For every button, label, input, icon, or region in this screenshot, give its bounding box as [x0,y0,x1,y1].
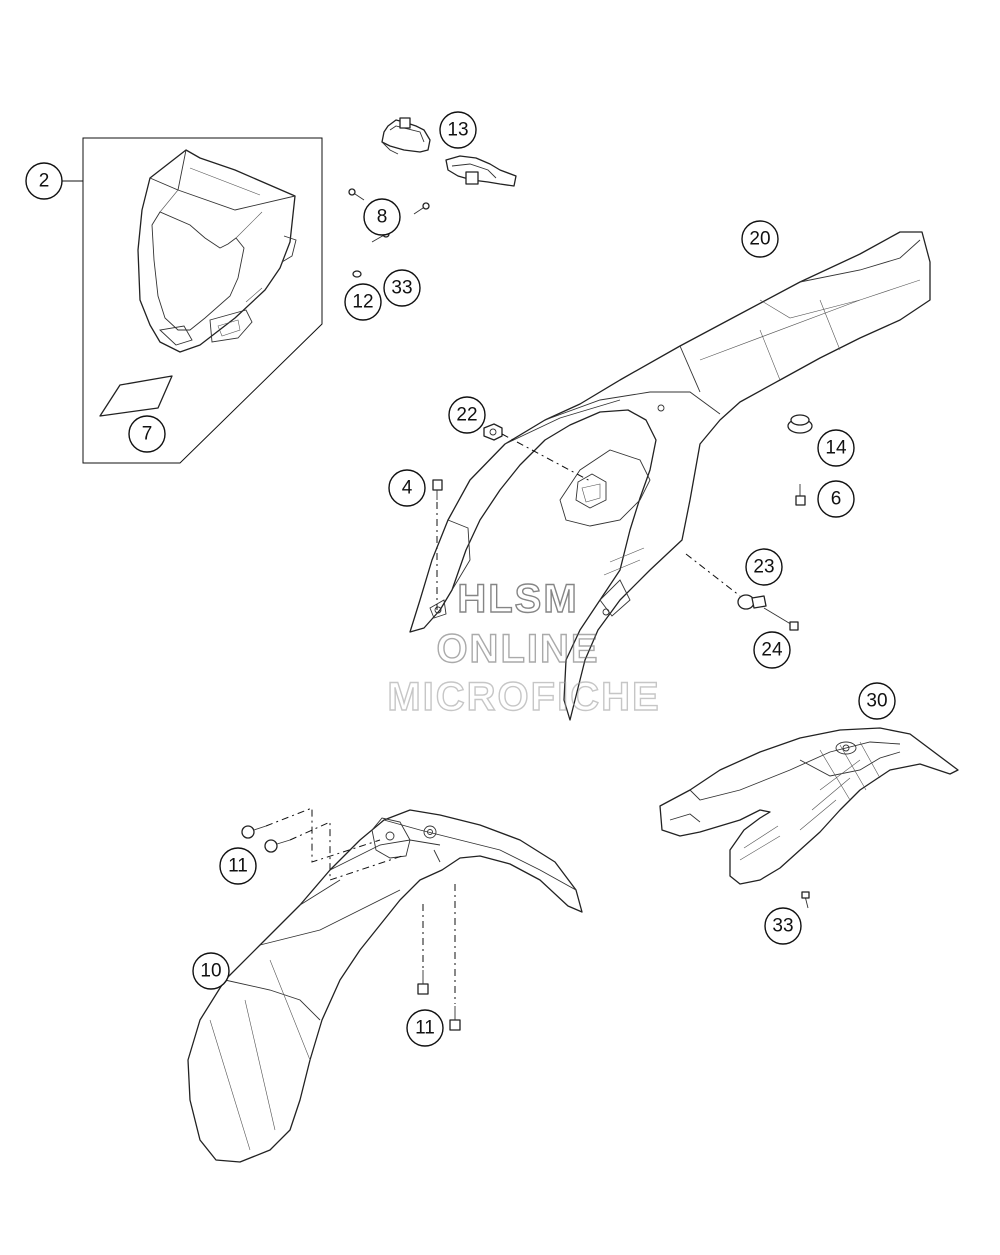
watermark-line-1: HLSM [457,577,578,621]
screw-33-bottom [801,891,810,909]
svg-text:22: 22 [456,405,477,426]
svg-text:33: 33 [391,278,412,299]
callout-23: 23 [745,548,783,586]
svg-text:6: 6 [831,489,842,510]
axis-lines-11-bottom [422,884,456,1004]
callout-2: 2 [25,162,63,200]
screw-11-bottom-b [449,1006,461,1031]
screw-24 [763,607,799,631]
svg-text:33: 33 [772,916,793,937]
callout-22: 22 [448,396,486,434]
rear-fender [409,231,931,721]
screw-8-right [413,202,430,215]
axis-line-23 [685,553,741,597]
axis-lines-11-top [265,807,403,881]
cable-clamp-1 [381,117,431,155]
svg-text:13: 13 [447,120,468,141]
svg-text:2: 2 [39,171,50,192]
callout-8: 8 [363,198,401,236]
callout-33-top: 33 [383,269,421,307]
svg-text:11: 11 [228,856,248,877]
watermark: HLSM ONLINE MICROFICHE [387,576,660,719]
callout-4: 4 [388,469,426,507]
washer-12 [352,270,362,278]
svg-text:7: 7 [142,424,153,445]
screw-4 [432,479,443,500]
callout-13: 13 [439,111,477,149]
callout-11-bottom: 11 [406,1009,444,1047]
nut-22 [483,423,503,441]
bushing-23 [737,594,767,610]
svg-text:4: 4 [402,478,413,499]
fender-support-30 [659,727,959,885]
grommet-14 [787,414,813,434]
svg-text:10: 10 [200,961,221,982]
callout-6: 6 [817,480,855,518]
svg-text:11: 11 [415,1018,435,1039]
callout-24: 24 [753,631,791,669]
svg-text:24: 24 [761,640,783,661]
screw-6 [795,484,806,506]
screw-11-top-b [264,839,291,853]
callout-20: 20 [741,220,779,258]
svg-text:12: 12 [352,292,373,313]
cable-clamp-2 [445,155,517,187]
callout-11-top: 11 [219,847,257,885]
watermark-line-3: MICROFICHE [387,675,660,719]
watermark-line-2: ONLINE [436,627,599,671]
callout-12: 12 [344,283,382,321]
callout-30: 30 [858,682,896,720]
svg-text:8: 8 [377,207,388,228]
screw-8-left [348,188,365,201]
screw-11-bottom-a [417,970,429,995]
headlight-mask-group-frame [62,137,323,464]
headlight-mask [137,149,297,353]
svg-text:30: 30 [866,691,887,712]
sticker-part [99,375,173,417]
screw-11-top-a [241,825,267,839]
callout-10: 10 [192,952,230,990]
callout-33-bottom: 33 [764,907,802,945]
svg-text:20: 20 [749,229,770,250]
svg-text:23: 23 [753,557,774,578]
svg-text:14: 14 [825,438,847,459]
callout-7: 7 [128,415,166,453]
axis-line-22 [501,433,593,483]
front-fender [187,809,583,1163]
callout-14: 14 [817,429,855,467]
